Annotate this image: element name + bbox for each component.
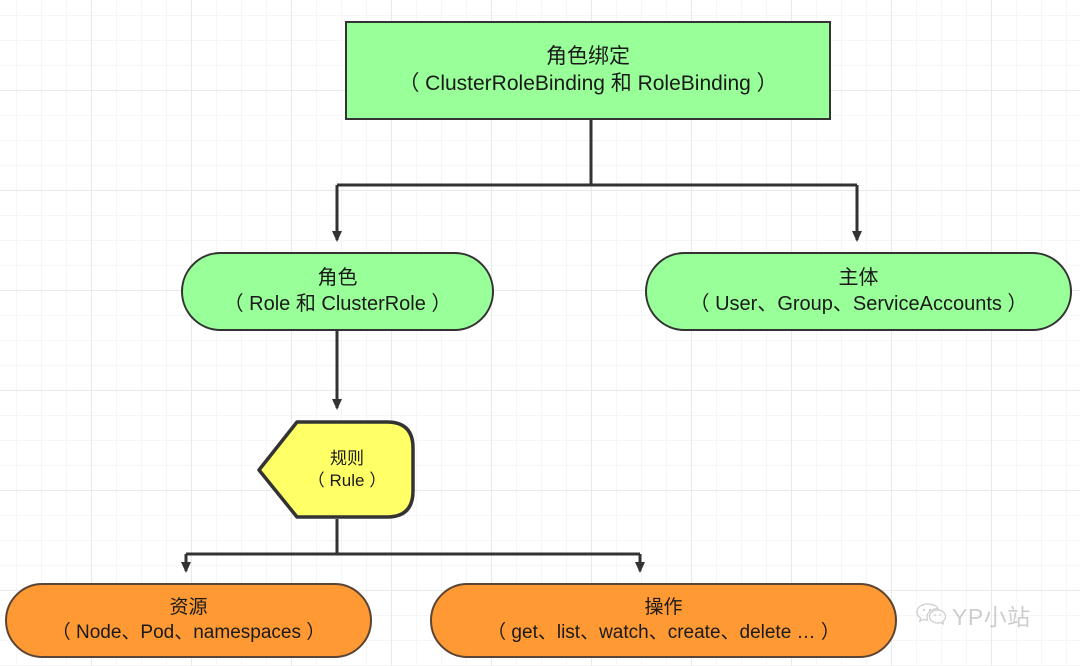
rule-hexagon-shape bbox=[257, 420, 415, 519]
node-subject-line1: 主体 bbox=[838, 266, 879, 289]
node-rule-labels: 规则 （ Rule ） bbox=[286, 448, 386, 492]
node-resource-line1: 资源 bbox=[169, 597, 208, 619]
node-subject[interactable]: 主体 （ User、Group、ServiceAccounts ） bbox=[645, 252, 1072, 331]
node-role-line2: （ Role 和 ClusterRole ） bbox=[223, 292, 452, 315]
node-role-binding[interactable]: 角色绑定 （ ClusterRoleBinding 和 RoleBinding … bbox=[345, 21, 831, 120]
node-role-binding-line1: 角色绑定 bbox=[546, 44, 630, 68]
node-action-line2: （ get、list、watch、create、delete … ） bbox=[487, 621, 840, 643]
node-action[interactable]: 操作 （ get、list、watch、create、delete … ） bbox=[430, 583, 897, 658]
node-rule[interactable]: 规则 （ Rule ） bbox=[257, 420, 415, 519]
node-rule-line2: （ Rule ） bbox=[307, 470, 387, 490]
node-resource-line2: （ Node、Pod、namespaces ） bbox=[51, 621, 326, 643]
node-role[interactable]: 角色 （ Role 和 ClusterRole ） bbox=[181, 252, 494, 331]
node-rule-line1: 规则 bbox=[329, 448, 364, 468]
node-resource[interactable]: 资源 （ Node、Pod、namespaces ） bbox=[5, 583, 372, 658]
node-role-line1: 角色 bbox=[317, 266, 358, 289]
node-action-line1: 操作 bbox=[644, 597, 683, 619]
node-role-binding-line2: （ ClusterRoleBinding 和 RoleBinding ） bbox=[398, 71, 778, 95]
node-subject-line2: （ User、Group、ServiceAccounts ） bbox=[689, 292, 1028, 315]
